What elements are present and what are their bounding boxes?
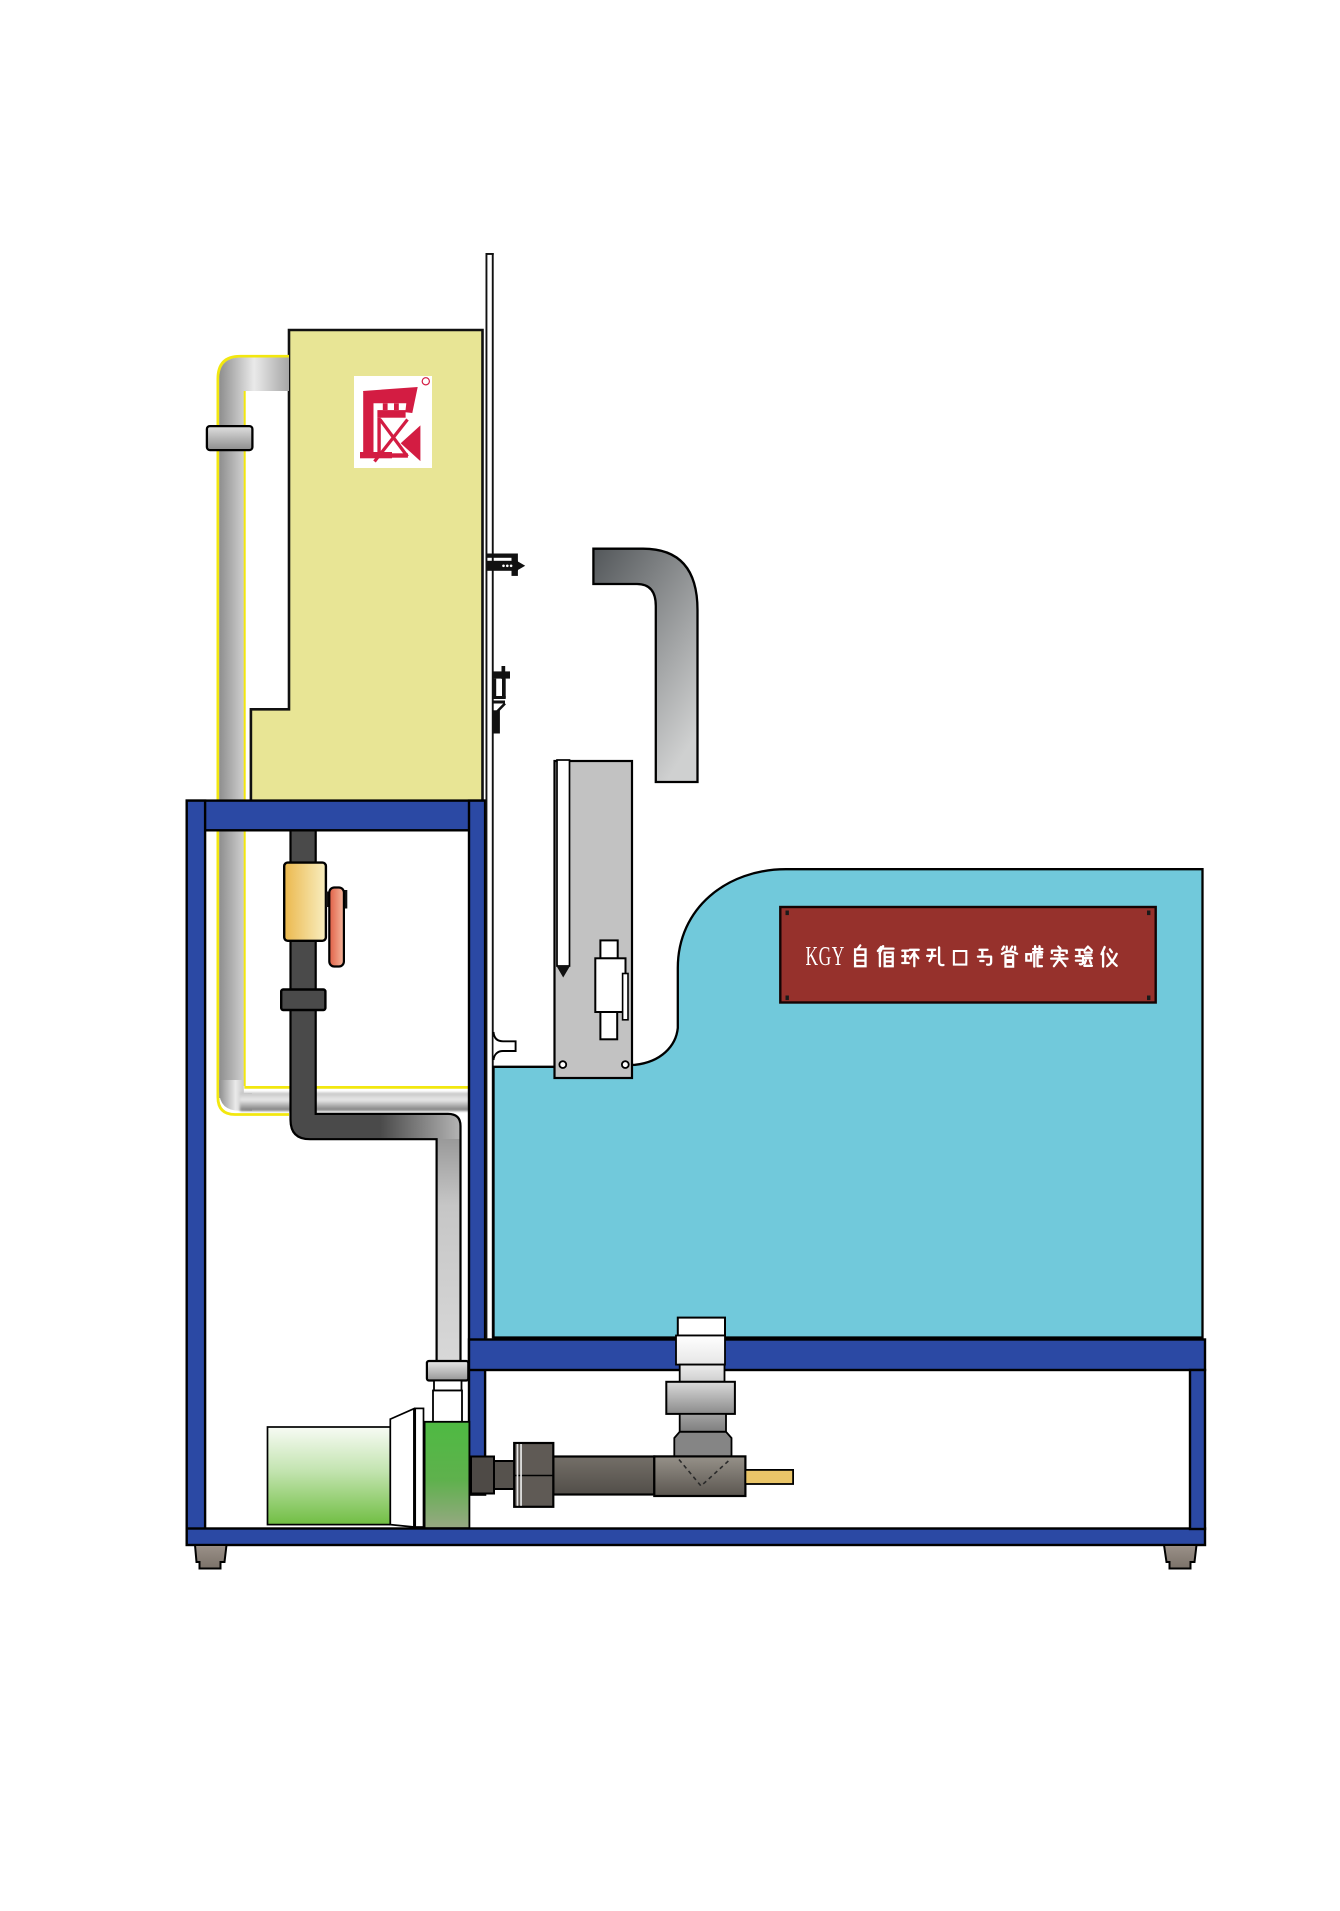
svg-text:KGY: KGY bbox=[806, 941, 845, 971]
